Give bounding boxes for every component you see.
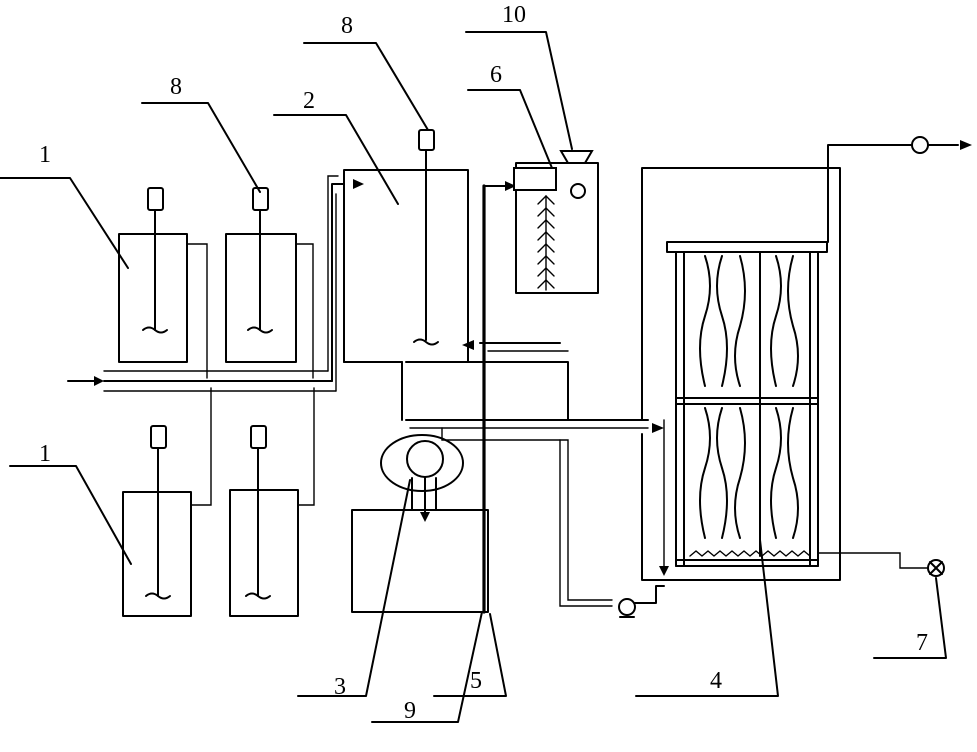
label-blower-7: 7 <box>916 630 928 656</box>
permeate-outlet <box>827 136 972 243</box>
dosing-unit <box>513 162 599 294</box>
chemical-tank-lower-left <box>122 425 192 617</box>
chemical-tank-upper-right <box>225 187 297 363</box>
label-reactor-4: 4 <box>710 668 722 694</box>
collection-tank <box>351 509 489 613</box>
label-tank-9: 9 <box>404 698 416 724</box>
inlet-header-pipe <box>67 175 364 392</box>
label-hopper-10: 10 <box>502 2 526 28</box>
label-motor-8-left: 8 <box>170 74 182 100</box>
label-mixing-tank-2: 2 <box>303 88 315 114</box>
mixing-tank <box>343 129 469 363</box>
feed-hopper <box>559 150 594 164</box>
label-pump-3: 3 <box>334 674 346 700</box>
chemical-tank-upper-left <box>118 187 188 363</box>
tank-outlet-pipes <box>186 243 315 506</box>
label-dosing-6: 6 <box>490 62 502 88</box>
membrane-reactor <box>641 167 841 581</box>
label-tank-1-lower: 1 <box>39 441 51 467</box>
label-pipe-5: 5 <box>470 668 482 694</box>
label-motor-8-mid: 8 <box>341 13 353 39</box>
reactor-feed-pump <box>618 419 669 618</box>
leader-lines <box>0 31 947 723</box>
dosing-pipe <box>462 181 569 614</box>
mixing-outlet-pipes <box>401 361 664 607</box>
label-tank-1-upper: 1 <box>39 142 51 168</box>
chemical-tank-lower-right <box>229 425 299 617</box>
aeration-blower <box>817 552 945 577</box>
circulation-pump <box>380 434 464 522</box>
